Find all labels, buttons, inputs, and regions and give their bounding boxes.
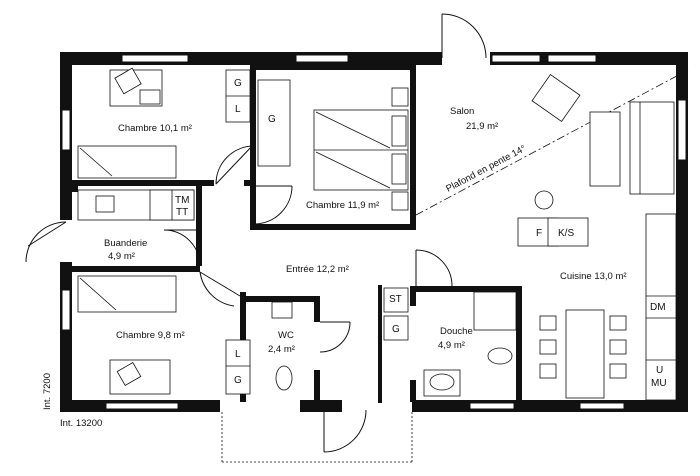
room-label-chambre-2: Chambre 11,9 m²	[306, 200, 379, 211]
room-area-buanderie: 4,9 m²	[108, 251, 135, 262]
room-area-salon: 21,9 m²	[466, 121, 498, 132]
fixture-g-entree: G	[392, 324, 400, 335]
windows	[61, 54, 687, 410]
fixture-tm: TM	[175, 195, 189, 206]
fixture-g-chambre-2: G	[268, 114, 276, 125]
room-label-entree: Entrée 12,2 m²	[286, 264, 349, 275]
room-area-wc: 2,4 m²	[268, 344, 295, 355]
sloped-ceiling-line	[415, 69, 689, 216]
room-label-wc: WC	[278, 330, 294, 341]
dimension-width: Int. 13200	[60, 418, 102, 429]
doors	[25, 13, 487, 453]
room-area-douche: 4,9 m²	[438, 340, 465, 351]
fixture-u: U	[656, 365, 663, 376]
fixture-st: ST	[389, 294, 402, 305]
furniture	[77, 67, 677, 401]
room-label-douche: Douche	[440, 326, 473, 337]
fixture-g-chambre-3: G	[234, 375, 242, 386]
dimension-height: Int. 7200	[42, 373, 53, 410]
sloped-ceiling-label: Plafond en pente 14°	[444, 143, 528, 195]
room-label-salon: Salon	[450, 106, 474, 117]
fixture-tt: TT	[176, 207, 188, 218]
room-label-buanderie: Buanderie	[104, 238, 147, 249]
fixture-l-chambre-1: L	[235, 104, 241, 115]
fixture-ks: K/S	[558, 228, 574, 239]
porch-outline	[221, 412, 413, 463]
room-label-chambre-1: Chambre 10,1 m²	[118, 123, 192, 134]
fixture-l-chambre-3: L	[235, 349, 241, 360]
fixture-f: F	[536, 228, 542, 239]
room-label-chambre-3: Chambre 9,8 m²	[116, 330, 185, 341]
room-label-cuisine: Cuisine 13,0 m²	[560, 271, 627, 282]
fixture-dm: DM	[650, 302, 666, 313]
fixture-g-chambre-1: G	[234, 78, 242, 89]
fixture-mu: MU	[651, 378, 667, 389]
